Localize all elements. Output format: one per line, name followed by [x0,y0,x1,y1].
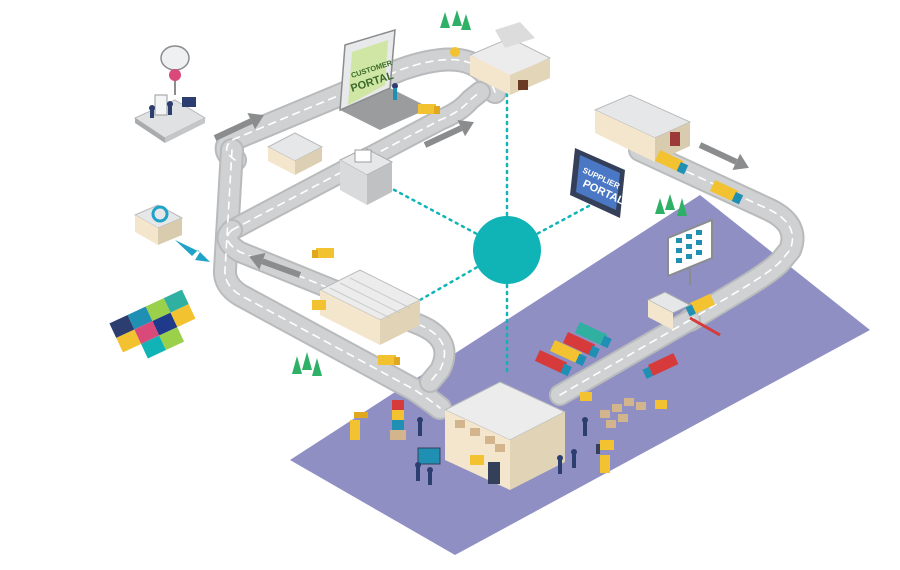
truck-icon [378,355,400,365]
supplier-warehouse [593,94,692,162]
puzzle-pieces [109,289,196,359]
display-screen [417,447,441,465]
truck-icon [418,104,440,114]
entry-gate [646,291,721,337]
stacked-crates [390,400,406,440]
central-hub [473,216,541,284]
office-building [266,132,324,175]
tree-icon [302,352,312,370]
tree-icon [461,14,471,30]
parked-trucks [534,322,612,377]
billboard [667,218,713,285]
truck-icon [709,180,744,205]
tree-icon [312,358,322,376]
road-network [212,47,805,420]
forklift-icon [655,400,667,409]
cross-dock-terminal [312,269,422,345]
trees-top [440,10,471,30]
arrow-icon [213,112,264,141]
tree-icon [452,10,462,26]
arrow-icon [175,240,210,262]
trucks [312,104,744,379]
tree-icon [292,356,302,374]
truck-icon [312,248,334,258]
tree-icon [677,198,687,216]
satellite-station [133,45,207,143]
arrow-icon [249,252,302,278]
tree-icon [665,194,675,210]
direction-arrows [213,112,749,278]
main-warehouse [443,381,567,490]
puzzle-icon [109,289,196,359]
robot-arm-icon [600,455,610,473]
tree-icon [655,198,665,214]
satellite-dish-icon [160,45,190,95]
forklift-icon [596,440,614,454]
truck-icon [642,353,679,379]
forklift-icon [580,392,592,401]
trees [292,194,687,376]
warehouse-equipment [350,392,667,485]
storage-silo [338,147,394,205]
robot-arm-icon [350,412,368,440]
tree-icon [440,12,450,28]
truck-icon [685,293,716,317]
returns-depot [133,204,210,262]
arrow-icon [698,142,749,171]
distribution-house [468,22,552,95]
customer-portal-laptop: CUSTOMER PORTAL [339,28,430,130]
supplier-portal-tablet: SUPPLIER PORTAL [570,148,626,218]
arrow-icon [423,119,474,148]
refresh-icon [151,205,169,223]
truck-icon [654,150,689,175]
